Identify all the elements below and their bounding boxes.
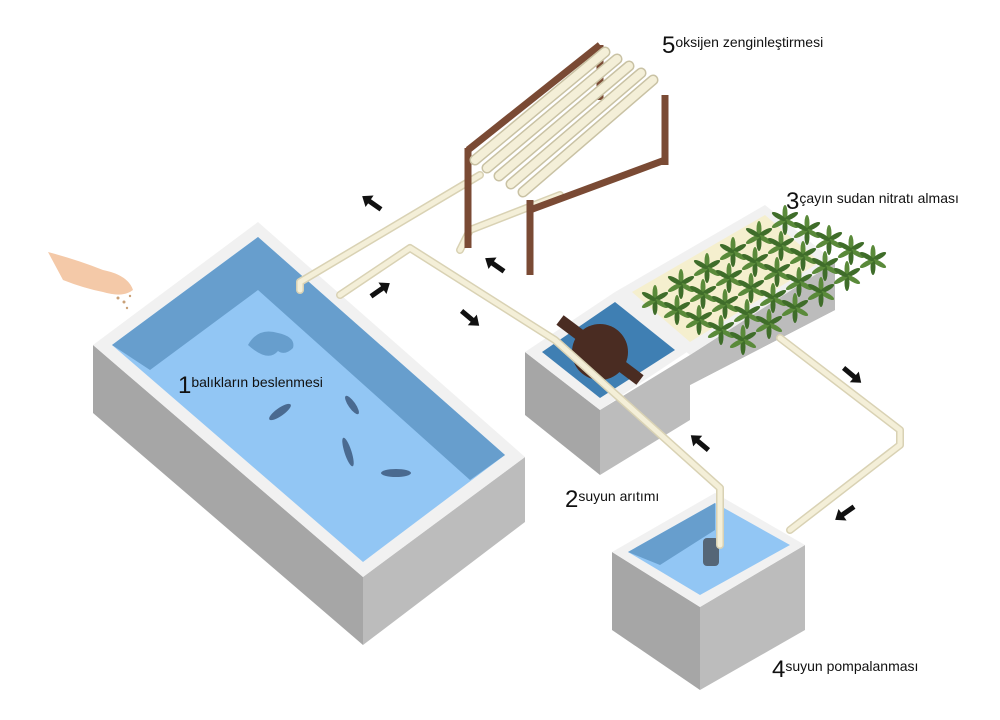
tube-highlight: [495, 62, 633, 180]
plant: [711, 289, 739, 319]
plant: [685, 305, 713, 335]
plant: [811, 251, 839, 281]
fish: [269, 403, 291, 421]
plant: [837, 235, 865, 265]
plant: [667, 269, 695, 299]
arrow-icon: [835, 504, 856, 521]
tube-highlight: [507, 69, 645, 188]
hand-feeding-icon: [48, 252, 133, 310]
arrow-icon: [485, 257, 506, 274]
fish: [381, 469, 411, 477]
tube-highlight: [471, 48, 609, 164]
plant: [693, 253, 721, 283]
plant: [707, 315, 735, 345]
plant: [745, 221, 773, 251]
tube-highlight: [519, 76, 657, 196]
oxygen-rack: [464, 42, 669, 275]
plant: [715, 263, 743, 293]
plant: [641, 285, 669, 315]
arrow-icon: [841, 366, 862, 383]
tube-highlight: [483, 55, 621, 172]
tea-plants: [641, 205, 887, 355]
plant: [689, 279, 717, 309]
plant: [663, 295, 691, 325]
arrow-icon: [369, 282, 390, 299]
pump: [703, 538, 719, 566]
aeration-tubes: [469, 46, 659, 198]
fish: [345, 395, 359, 415]
fish: [342, 437, 354, 467]
plant: [755, 309, 783, 339]
feed-shadow: [248, 331, 294, 356]
fish-tank: [93, 222, 525, 645]
arrow-icon: [362, 195, 383, 212]
sump-tank: [612, 493, 805, 690]
plant: [771, 205, 799, 235]
flow-arrows: [362, 195, 862, 521]
plant: [729, 325, 757, 355]
plant: [815, 225, 843, 255]
plant: [789, 241, 817, 271]
arrow-icon: [459, 309, 480, 326]
plant: [785, 267, 813, 297]
plant: [759, 283, 787, 313]
plant: [733, 299, 761, 329]
plant: [833, 261, 861, 291]
filter-wheel: [572, 324, 628, 380]
arrow-icon: [690, 435, 711, 452]
fish-group: [269, 395, 411, 477]
plant: [859, 245, 887, 275]
plant: [737, 273, 765, 303]
plant: [741, 247, 769, 277]
plant: [763, 257, 791, 287]
plant: [807, 277, 835, 307]
plant: [793, 215, 821, 245]
plant: [719, 237, 747, 267]
plant: [767, 231, 795, 261]
plant: [781, 293, 809, 323]
